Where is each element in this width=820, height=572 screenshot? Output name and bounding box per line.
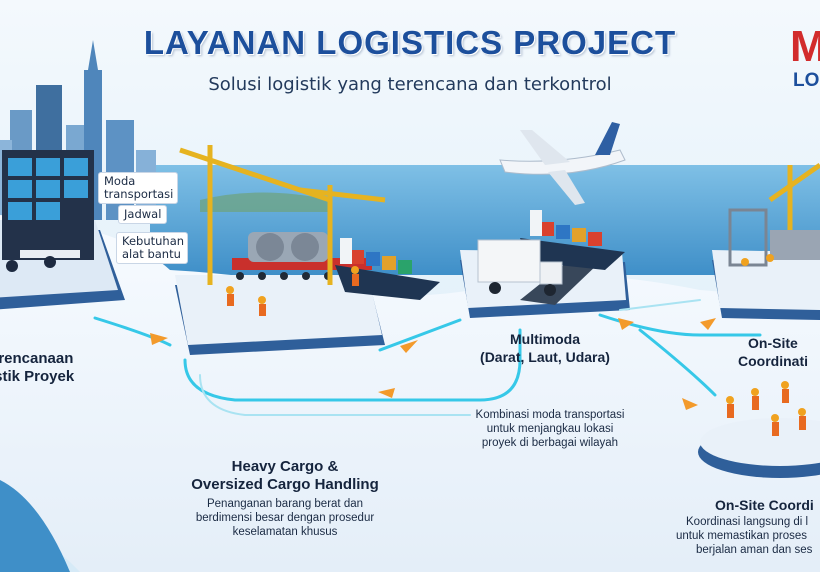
multimoda-description: Kombinasi moda transportasi untuk menjan… xyxy=(450,408,650,450)
multimoda-desc-line: Kombinasi moda transportasi xyxy=(475,409,625,421)
onsite-bottom-desc-line: berjalan aman dan ses xyxy=(696,544,813,556)
heavy-cargo-title: Heavy Cargo & Oversized Cargo Handling xyxy=(170,458,400,494)
callout-text: Jadwal xyxy=(124,207,162,221)
control-room-icon xyxy=(0,150,125,310)
onsite-bottom-platform xyxy=(698,418,820,478)
brand-logo-mark: M xyxy=(790,22,820,71)
crane-icon xyxy=(179,145,386,285)
onsite-bottom-title-line: On-Site Coordi xyxy=(715,497,814,513)
multimoda-title-line: (Darat, Laut, Udara) xyxy=(480,349,610,365)
multimoda-title: Multimoda (Darat, Laut, Udara) xyxy=(450,330,640,366)
heavy-cargo-description: Penanganan barang berat dan berdimensi b… xyxy=(170,497,400,539)
page-subtitle: Solusi logistik yang terencana dan terko… xyxy=(208,74,612,95)
callout-text: Moda transportasi xyxy=(104,174,174,201)
onsite-bottom-description: Koordinasi langsung di l untuk memastika… xyxy=(676,515,820,557)
heavy-cargo-platform xyxy=(175,232,385,355)
flow-arrows xyxy=(150,318,716,410)
heavy-cargo-title-line: Oversized Cargo Handling xyxy=(191,476,379,493)
multimoda-desc-line: untuk menjangkau lokasi xyxy=(486,423,614,435)
multimoda-desc-line: proyek di berbagai wilayah xyxy=(481,437,619,449)
callout-kebutuhan-alat-bantu: Kebutuhan alat bantu xyxy=(116,232,188,264)
cargo-ship-icon xyxy=(335,238,440,300)
truck-icon xyxy=(477,239,563,296)
onsite-top-title-line: On-Site xyxy=(748,335,798,351)
callout-moda-transportasi: Moda transportasi xyxy=(98,172,178,204)
onsite-bottom-title: On-Site Coordi xyxy=(715,496,820,514)
onsite-top-title: On-Site Coordinati xyxy=(738,334,820,370)
planning-title-line: erencanaan xyxy=(0,350,74,367)
onsite-bottom-desc-line: Koordinasi langsung di l xyxy=(686,516,809,528)
callout-text: Kebutuhan alat bantu xyxy=(122,234,185,261)
planning-title-line: istik Proyek xyxy=(0,368,75,385)
onsite-bottom-desc-line: untuk memastikan proses xyxy=(676,530,808,542)
heavy-cargo-desc-line: Penanganan barang berat dan xyxy=(206,498,364,510)
multimoda-title-line: Multimoda xyxy=(510,331,580,347)
heavy-cargo-desc-line: berdimensi besar dengan prosedur xyxy=(195,512,375,524)
planning-title: erencanaan istik Proyek xyxy=(0,350,100,386)
callout-jadwal: Jadwal xyxy=(118,205,168,224)
onsite-top-platform xyxy=(712,208,820,320)
airplane-icon xyxy=(499,122,626,205)
heavy-cargo-title-line: Heavy Cargo & xyxy=(231,458,339,475)
onsite-top-title-line: Coordinati xyxy=(738,353,808,369)
page-title: LAYANAN LOGISTICS PROJECT xyxy=(143,24,677,61)
worker-icon xyxy=(226,254,806,436)
heavy-cargo-desc-line: keselamatan khusus xyxy=(232,526,338,538)
brand-logo-text: LO xyxy=(793,70,820,91)
